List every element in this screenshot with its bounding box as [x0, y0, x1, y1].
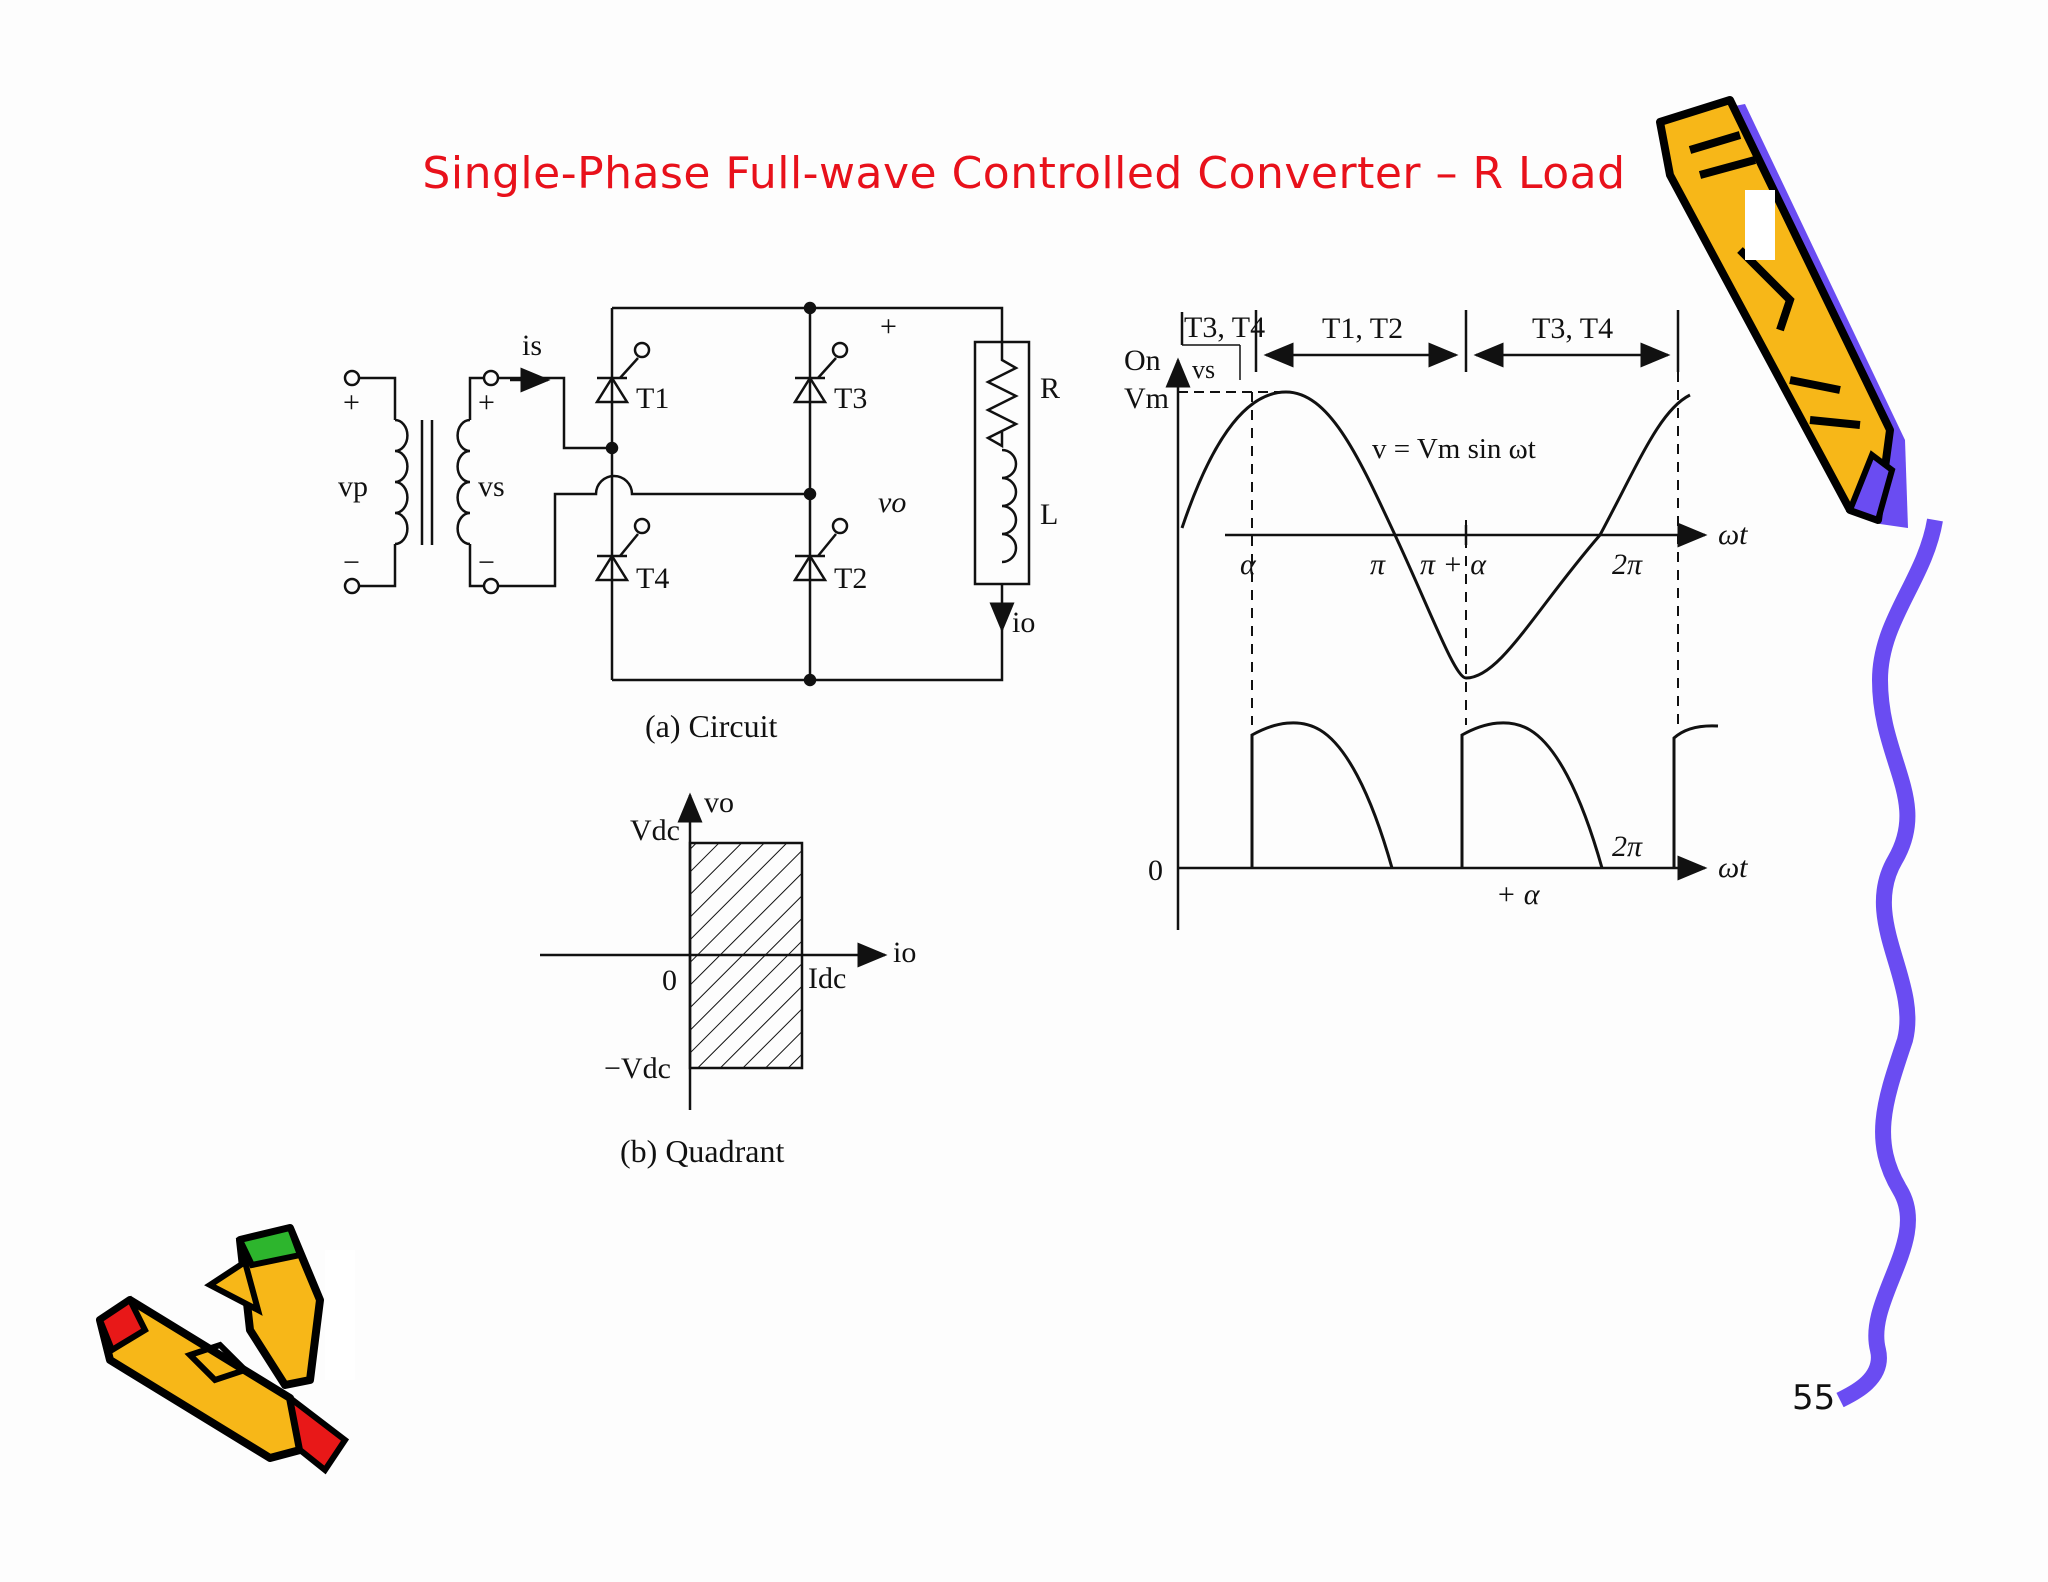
thyristor-t4 [594, 517, 651, 582]
label-t4: T4 [636, 562, 669, 595]
label-minus-secondary: − [478, 546, 495, 579]
node-top [803, 301, 817, 315]
label-t3: T3 [834, 382, 867, 415]
label-plus-alpha: + α [1496, 878, 1541, 911]
quadrant-labels: vo Vdc 0 Idc io −Vdc (b) Quadrant [604, 786, 916, 1169]
label-plus-output: + [880, 310, 897, 343]
label-vm: Vm [1124, 382, 1169, 415]
label-t2: T2 [834, 562, 867, 595]
wavy-line-decoration [1836, 518, 1943, 1408]
node-b [803, 487, 817, 501]
label-zero-waveform: 0 [1148, 854, 1163, 887]
primary-terminal-bottom [343, 577, 361, 595]
secondary-terminal-top [482, 369, 500, 387]
label-omega-t-upper: ωt [1718, 518, 1748, 551]
label-vp: vp [338, 470, 368, 503]
label-vs-waveform: vs [1192, 355, 1215, 384]
pencil-clipart-top-right [1656, 96, 1908, 528]
label-r: R [1040, 372, 1060, 405]
thyristor-t3 [792, 341, 849, 404]
waveform-labels: T3, T4 T1, T2 T3, T4 On vs Vm v = Vm sin… [1124, 311, 1748, 911]
label-minus-primary: − [343, 546, 360, 579]
quadrant-label-io: io [893, 936, 916, 969]
quadrant-label-neg-vdc: −Vdc [604, 1052, 671, 1085]
primary-coil [394, 418, 409, 546]
slide-title: Single-Phase Full-wave Controlled Conver… [422, 148, 1626, 199]
quadrant-diagram [540, 792, 888, 1110]
resistor-r [985, 342, 1019, 449]
output-pulse-3 [1672, 724, 1719, 868]
circuit-caption: (a) Circuit [645, 708, 778, 744]
label-pi-plus-alpha: π + α [1420, 548, 1487, 581]
page-number: 55 [1792, 1378, 1836, 1418]
label-io: io [1012, 606, 1035, 639]
thyristor-t2 [792, 517, 849, 582]
pencil-clipart-bottom-left [96, 1224, 355, 1475]
primary-terminal-top [343, 369, 361, 387]
header-t1t2: T1, T2 [1322, 312, 1403, 345]
output-pulse-1 [1250, 721, 1394, 869]
header-t3t4-left: T3, T4 [1184, 311, 1265, 344]
source-sine-wave [1180, 390, 1691, 680]
quadrant-label-zero: 0 [662, 964, 677, 997]
inductor-l [1001, 448, 1018, 564]
secondary-terminal-bottom [482, 577, 500, 595]
secondary-coil [456, 418, 471, 546]
node-a [605, 441, 619, 455]
quadrant-label-vo: vo [704, 786, 734, 819]
quadrant-label-vdc: Vdc [630, 814, 680, 847]
label-pi: π [1370, 548, 1386, 581]
label-vo: vo [878, 486, 906, 519]
header-t3t4-right: T3, T4 [1532, 312, 1613, 345]
waveform-diagram [1165, 310, 1719, 930]
quadrant-caption: (b) Quadrant [620, 1133, 784, 1169]
output-pulse-2 [1460, 721, 1604, 869]
circuit-diagram [343, 301, 1031, 687]
label-on: On [1124, 344, 1161, 377]
label-two-pi-lower: 2π [1612, 830, 1643, 863]
label-is: is [522, 329, 542, 362]
label-plus-primary: + [343, 386, 360, 419]
load-box [973, 340, 1031, 586]
label-plus-secondary: + [478, 386, 495, 419]
circuit-labels: + − vp + − vs is T1 T4 T3 T2 + vo R L io… [338, 310, 1060, 744]
node-bottom [803, 673, 817, 687]
label-alpha: α [1240, 548, 1257, 581]
label-two-pi: 2π [1612, 548, 1643, 581]
label-l: L [1040, 498, 1058, 531]
quadrant-label-idc: Idc [808, 962, 846, 995]
label-equation: v = Vm sin ωt [1372, 433, 1536, 465]
label-t1: T1 [636, 382, 669, 415]
thyristor-t1 [594, 341, 651, 404]
label-vs: vs [478, 470, 505, 503]
label-omega-t-lower: ωt [1718, 851, 1748, 884]
